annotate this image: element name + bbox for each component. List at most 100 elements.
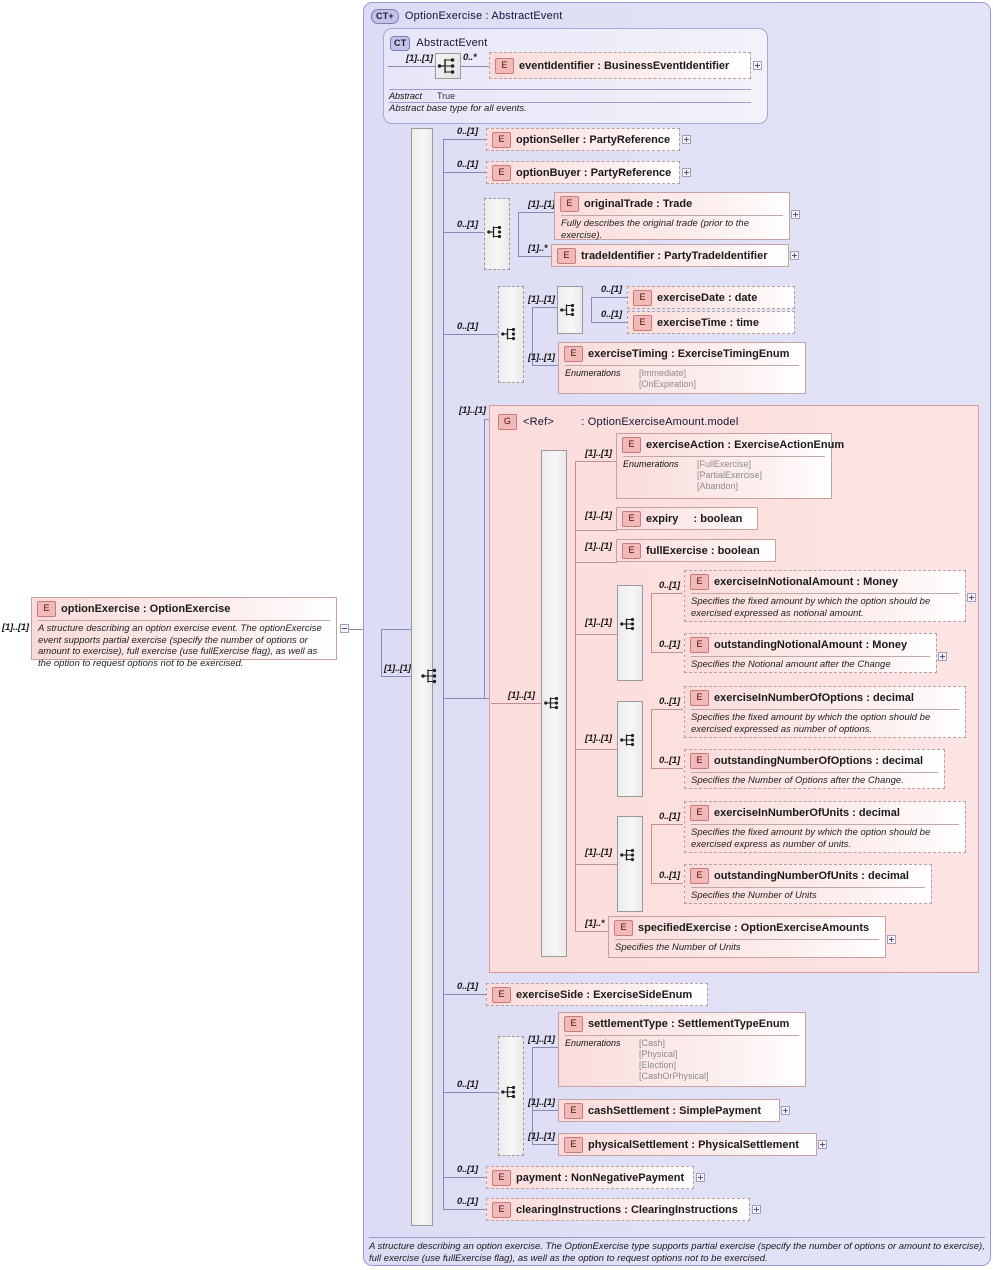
options-choice-icon[interactable] [619, 730, 643, 750]
originaltrade-sequence-bar[interactable] [484, 198, 510, 270]
units-choice-bar[interactable] [617, 816, 643, 912]
eventidentifier-cardinality: 0..* [463, 52, 477, 63]
abstractevent-doc: Abstract base type for all events. [389, 103, 527, 114]
tradeidentifier-cardinality: [1]..* [528, 243, 548, 254]
optionseller-type: PartyReference [589, 133, 671, 146]
physicalsettlement-type: PhysicalSettlement [698, 1138, 799, 1151]
expand-physicalsettlement[interactable] [818, 1140, 827, 1149]
outstandingnumberofunits-type: decimal [868, 869, 909, 882]
exercisetiming-name: exerciseTiming [588, 348, 668, 360]
originaltrade-sequence-icon[interactable] [486, 222, 510, 242]
element-icon: E [495, 58, 514, 74]
expand-eventidentifier[interactable] [753, 61, 762, 70]
expand-originaltrade[interactable] [791, 210, 800, 219]
line-amount-group-top [484, 419, 491, 420]
amount-inner-sequence-icon[interactable] [543, 693, 567, 713]
complextype-icon[interactable]: CT+ [371, 8, 399, 24]
line-into-main-sequence [381, 629, 417, 630]
expand-optionbuyer[interactable] [682, 168, 691, 177]
payment-cardinality: 0..[1] [457, 1164, 478, 1175]
notional-choice-bar[interactable] [617, 585, 643, 681]
sequence-glyph [487, 225, 502, 239]
options-choice-bar[interactable] [617, 701, 643, 797]
cashsettlement-type: SimplePayment [679, 1104, 762, 1117]
enumerations-values: [Cash] [Physical] [Election] [CashOrPhys… [639, 1038, 709, 1082]
element-icon: E [557, 248, 576, 264]
main-sequence-icon[interactable] [420, 665, 444, 685]
sequence-glyph [544, 696, 559, 710]
units-choice-icon[interactable] [619, 845, 643, 865]
notional-choice-icon[interactable] [619, 614, 643, 634]
element-icon: E [492, 165, 511, 181]
exercisetiming-sequence-icon[interactable] [500, 324, 524, 344]
expiry-cardinality: [1]..[1] [585, 510, 612, 521]
line-units-choice [575, 864, 619, 865]
exerciseside-type: ExerciseSideEnum [593, 988, 693, 1001]
collapse-root-toggle[interactable] [340, 624, 349, 633]
specifiedexercise-cardinality: [1]..* [585, 918, 605, 929]
complextype-icon[interactable]: CT [390, 35, 411, 51]
expand-payment[interactable] [696, 1173, 705, 1182]
amount-inner-seq-cardinality: [1]..[1] [508, 690, 535, 701]
expand-tradeidentifier[interactable] [790, 251, 799, 260]
datetime-sequence-icon[interactable] [559, 300, 583, 320]
outstandingnumberofoptions-type: decimal [882, 754, 924, 767]
element-icon: E [564, 346, 583, 362]
outstandingnumberofunits-doc: Specifies the Number of Units [691, 887, 925, 905]
line-fullexercise [575, 562, 617, 563]
exerciseside-name: exerciseSide [516, 989, 584, 1001]
group-icon[interactable]: G [498, 414, 517, 431]
enum-value: [PartialExercise] [697, 470, 763, 480]
line-exerciseside [443, 994, 487, 995]
line-amount-group-vert [484, 419, 485, 698]
fullexercise-name: fullExercise [646, 545, 708, 557]
settlementtype-type: SettlementTypeEnum [677, 1017, 790, 1030]
expand-outstandingnotional[interactable] [938, 652, 947, 661]
line-seq-eventidentifier [461, 66, 489, 67]
line-exercisetiming-group [443, 334, 499, 335]
exercisedate-type: date [734, 291, 758, 304]
expand-clearinginstructions[interactable] [752, 1205, 761, 1214]
options-choice-vert [651, 709, 652, 768]
element-icon: E [492, 1170, 511, 1186]
settlementtype-cardinality: [1]..[1] [528, 1034, 555, 1045]
enum-value: [Immediate] [639, 368, 687, 378]
abstract-attr-label: Abstract [389, 91, 423, 101]
expand-specifiedexercise[interactable] [887, 935, 896, 944]
sequence-icon[interactable] [435, 53, 461, 79]
line-originaltrade-group [443, 232, 485, 233]
abstractevent-seq-cardinality: [1]..[1] [406, 53, 433, 64]
expand-exerciseinnotional[interactable] [967, 593, 976, 602]
settlement-sequence-icon[interactable] [500, 1082, 524, 1102]
expand-optionseller[interactable] [682, 135, 691, 144]
expand-cashsettlement[interactable] [781, 1106, 790, 1115]
